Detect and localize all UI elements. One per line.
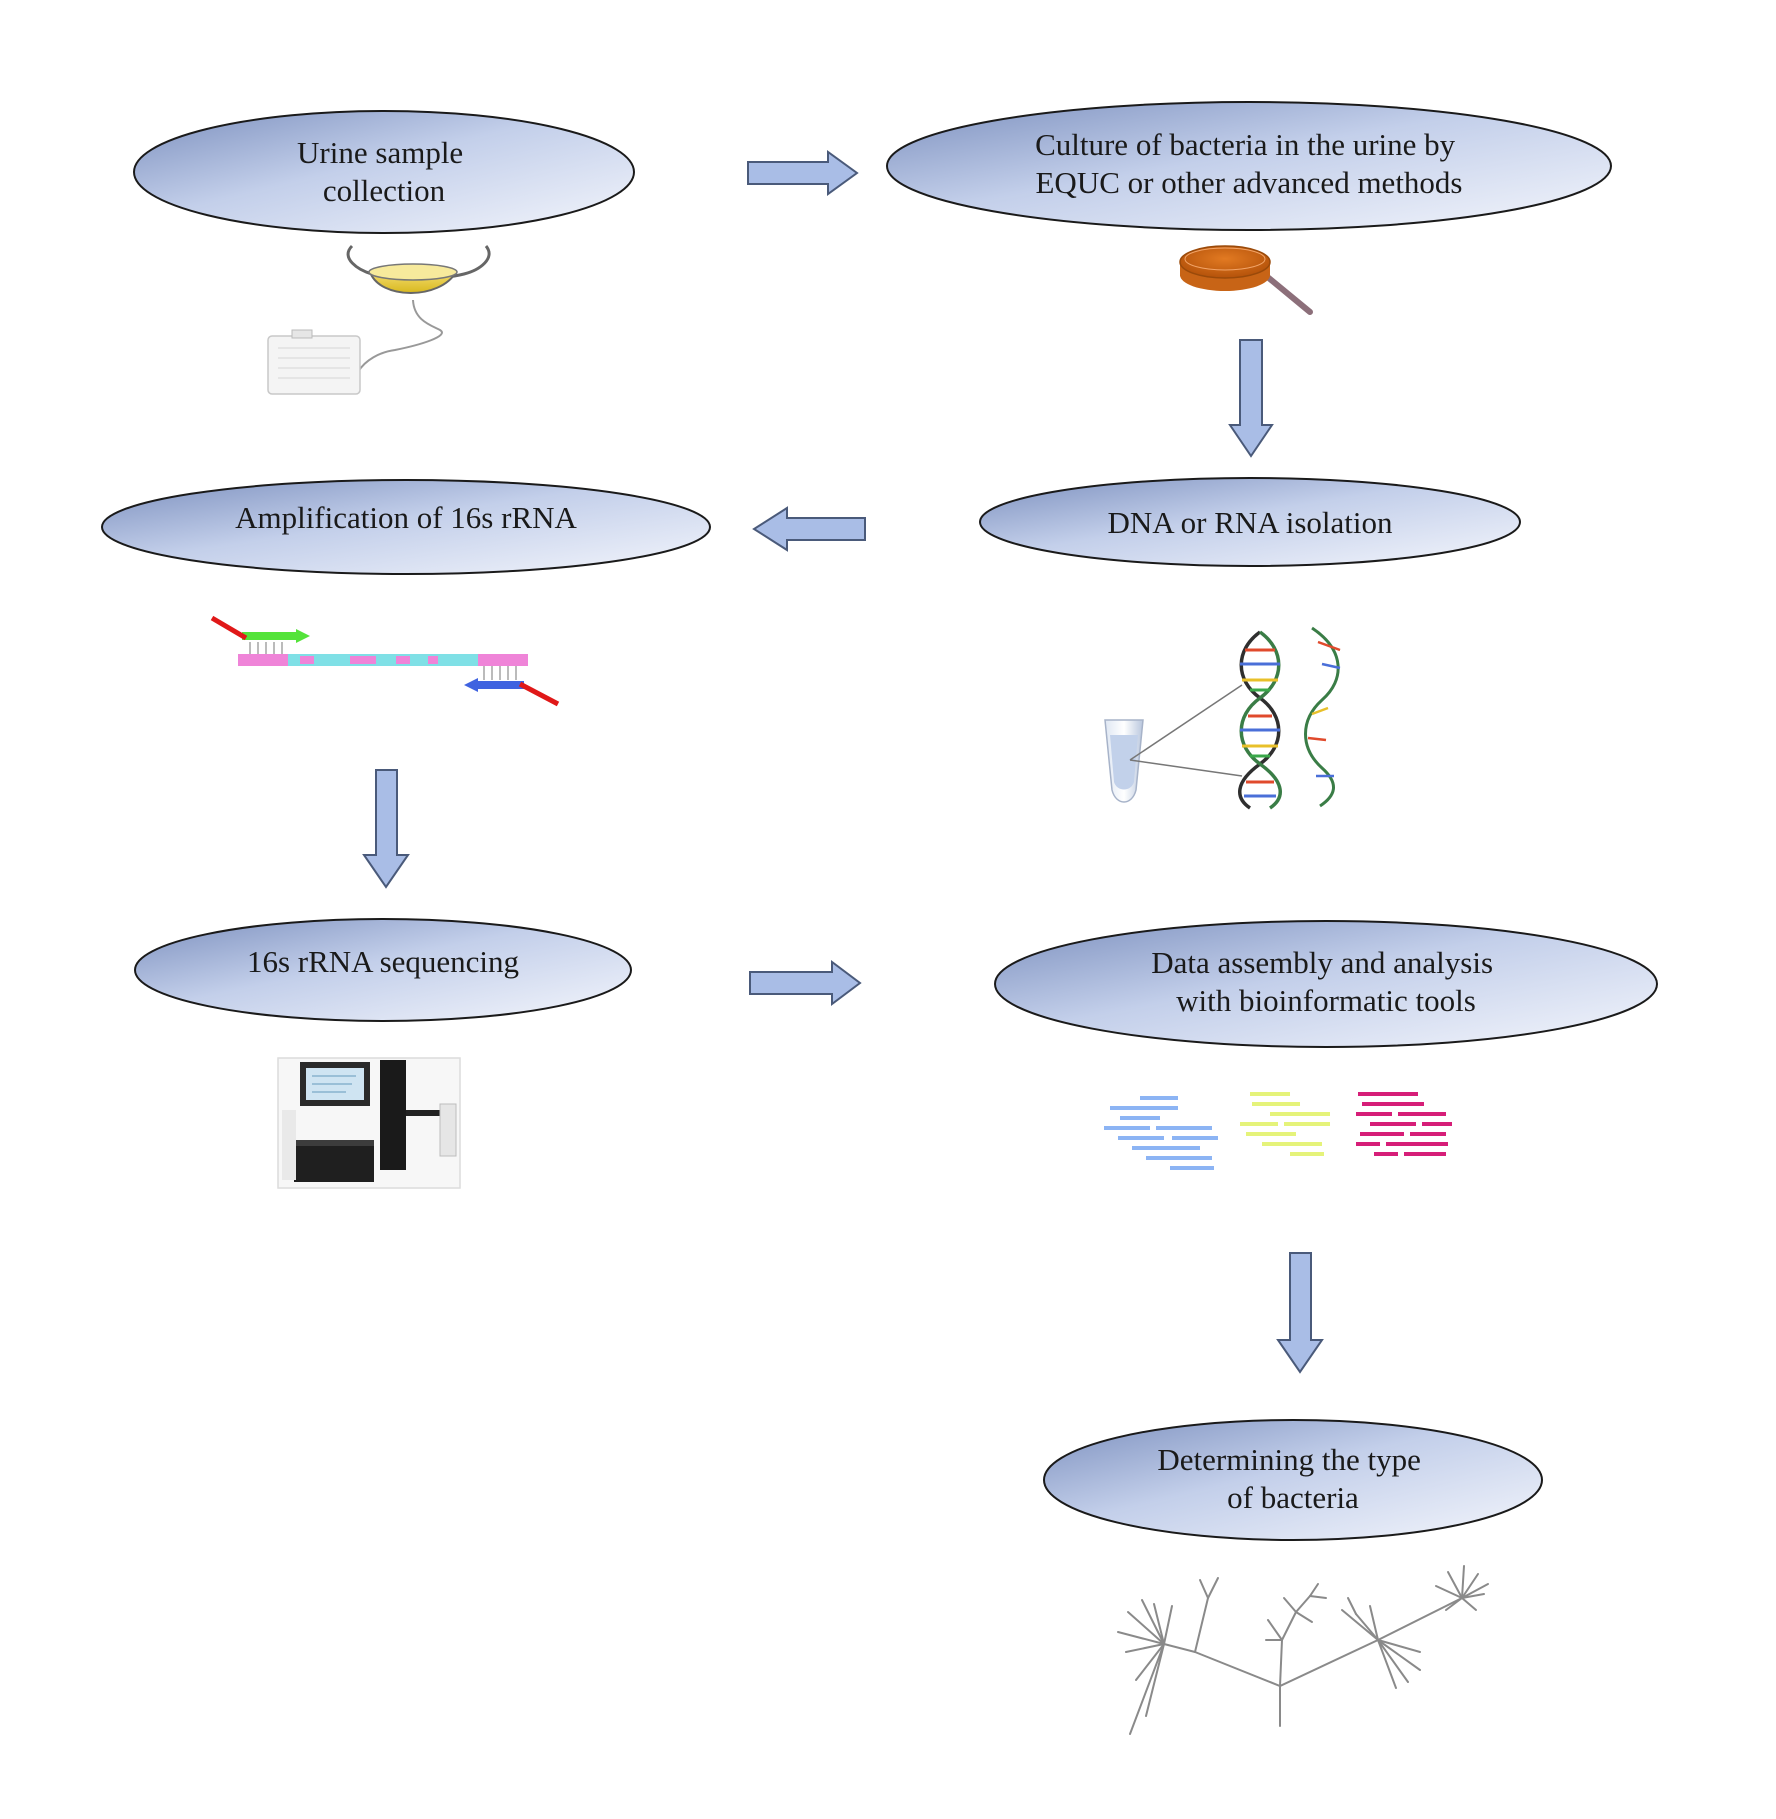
step-dna-rna-isolation: DNA or RNA isolation xyxy=(979,477,1521,567)
svg-text:Determining the type of: Determining the type of bacteria xyxy=(1157,1442,1428,1515)
step-data-assembly-analysis: Data assembly and analysis with bioinfor… xyxy=(994,920,1658,1048)
arrow-right-icon xyxy=(749,960,862,1006)
step-label-line: Amplification of 16s rRNA xyxy=(235,500,577,535)
step-determining-bacteria-type: Determining the type of bacteria xyxy=(1043,1419,1543,1541)
phylogenetic-tree-icon xyxy=(1117,1565,1489,1735)
sequencer-machine-icon xyxy=(277,1057,461,1189)
arrow-right-icon xyxy=(747,150,859,196)
step-label-line: collection xyxy=(323,173,446,208)
dna-helix-tube-icon xyxy=(1104,626,1341,810)
pcr-primer-icon xyxy=(210,615,560,707)
step-label-line: Culture of bacteria in the urine by xyxy=(1035,127,1456,162)
urine-collection-bag-icon xyxy=(267,244,491,395)
step-label-line: DNA or RNA isolation xyxy=(1107,505,1393,540)
step-label-line: Data assembly and analysis xyxy=(1151,945,1493,980)
svg-text:Urine sample collection: Urine sample collection xyxy=(297,135,471,208)
step-label-line: Determining the type xyxy=(1157,1442,1420,1477)
arrow-down-icon xyxy=(1276,1252,1324,1374)
sequence-reads-icon xyxy=(1104,1092,1452,1170)
step-label-line: 16s rRNA sequencing xyxy=(247,944,519,979)
svg-text:Culture of bacteria in the uri: Culture of bacteria in the urine by EQUC… xyxy=(1035,127,1463,200)
step-urine-sample-collection: Urine sample collection xyxy=(133,110,635,234)
step-bacteria-culture: Culture of bacteria in the urine by EQUC… xyxy=(886,101,1612,231)
step-label-line: of bacteria xyxy=(1227,1480,1359,1515)
step-label-line: with bioinformatic tools xyxy=(1176,983,1476,1018)
arrow-left-icon xyxy=(752,506,866,552)
step-amplification-16s-rrna: Amplification of 16s rRNA xyxy=(101,479,711,575)
svg-text:Data assembly and analysis: Data assembly and analysis with bioinfor… xyxy=(1151,945,1501,1018)
arrow-down-icon xyxy=(362,769,410,889)
step-label-line: Urine sample xyxy=(297,135,463,170)
petri-dish-icon xyxy=(1179,245,1313,315)
arrow-down-icon xyxy=(1228,339,1274,458)
step-label-line: EQUC or other advanced methods xyxy=(1036,165,1463,200)
step-16s-rrna-sequencing: 16s rRNA sequencing xyxy=(134,918,632,1022)
